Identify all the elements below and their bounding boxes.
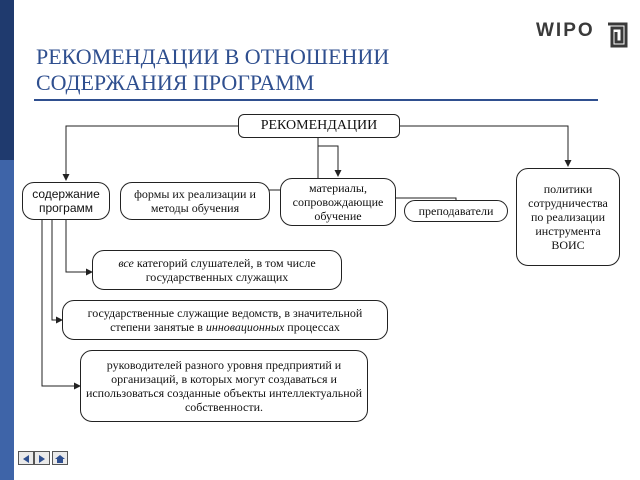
nav-next-button[interactable] (34, 451, 50, 465)
node-materials: материалы, сопровождающие обучение (280, 178, 396, 226)
node-forms-methods: формы их реализации и методы обучения (120, 182, 270, 220)
node-civil-servants-label: государственные служащие ведомств, в зна… (67, 306, 383, 334)
node-civil-servants: государственные служащие ведомств, в зна… (62, 300, 388, 340)
home-icon (55, 455, 65, 463)
slide-title-line-1: РЕКОМЕНДАЦИИ В ОТНОШЕНИИ (36, 44, 390, 69)
arrow-left-icon (23, 455, 29, 463)
wipo-logo-text: WIPO (536, 20, 595, 41)
node-all-categories-rest: категорий слушателей, в том числе госуда… (133, 256, 316, 284)
wipo-logo: WIPO (536, 16, 632, 56)
nav-prev-button[interactable] (18, 451, 34, 465)
node-content-programs-label: содержание программ (32, 187, 100, 215)
node-materials-label: материалы, сопровождающие обучение (292, 181, 384, 223)
node-teachers: преподаватели (404, 200, 508, 222)
connector-root-materials (318, 145, 342, 177)
connector-content-categories (65, 218, 93, 276)
node-content-programs: содержание программ (22, 182, 110, 220)
node-managers-label: руководителей разного уровня предприятий… (85, 358, 363, 414)
node-managers: руководителей разного уровня предприятий… (80, 350, 368, 422)
node-policy: политики сотрудничества по реализации ин… (516, 168, 620, 266)
connector-content-civil (51, 218, 63, 324)
connector-root-right (400, 125, 572, 167)
sidebar-light-strip (0, 160, 14, 480)
node-civil-servants-before: государственные служащие ведомств, в зна… (87, 306, 363, 334)
node-root: РЕКОМЕНДАЦИИ (238, 114, 400, 138)
node-policy-label: политики сотрудничества по реализации ин… (528, 182, 608, 252)
node-all-categories: все категорий слушателей, в том числе го… (92, 250, 342, 290)
node-root-label: РЕКОМЕНДАЦИИ (260, 118, 378, 133)
connector-content-managers (41, 218, 81, 390)
slide-title-line-2: СОДЕРЖАНИЯ ПРОГРАММ (36, 70, 315, 95)
node-all-categories-emphasis: все (118, 256, 134, 270)
title-underline (34, 99, 598, 101)
node-forms-methods-label: формы их реализации и методы обучения (134, 187, 256, 215)
slide-title: РЕКОМЕНДАЦИИ В ОТНОШЕНИИ СОДЕРЖАНИЯ ПРОГ… (36, 44, 456, 96)
node-civil-servants-emphasis: инновационных (205, 320, 285, 334)
arrow-right-icon (39, 455, 45, 463)
sidebar-dark-strip (0, 0, 14, 160)
node-civil-servants-after: процессах (284, 320, 340, 334)
node-all-categories-label: все категорий слушателей, в том числе го… (97, 256, 337, 284)
wipo-emblem-icon (608, 22, 628, 48)
nav-home-button[interactable] (52, 451, 68, 465)
node-teachers-label: преподаватели (418, 204, 494, 218)
connector-root-left (62, 125, 238, 181)
